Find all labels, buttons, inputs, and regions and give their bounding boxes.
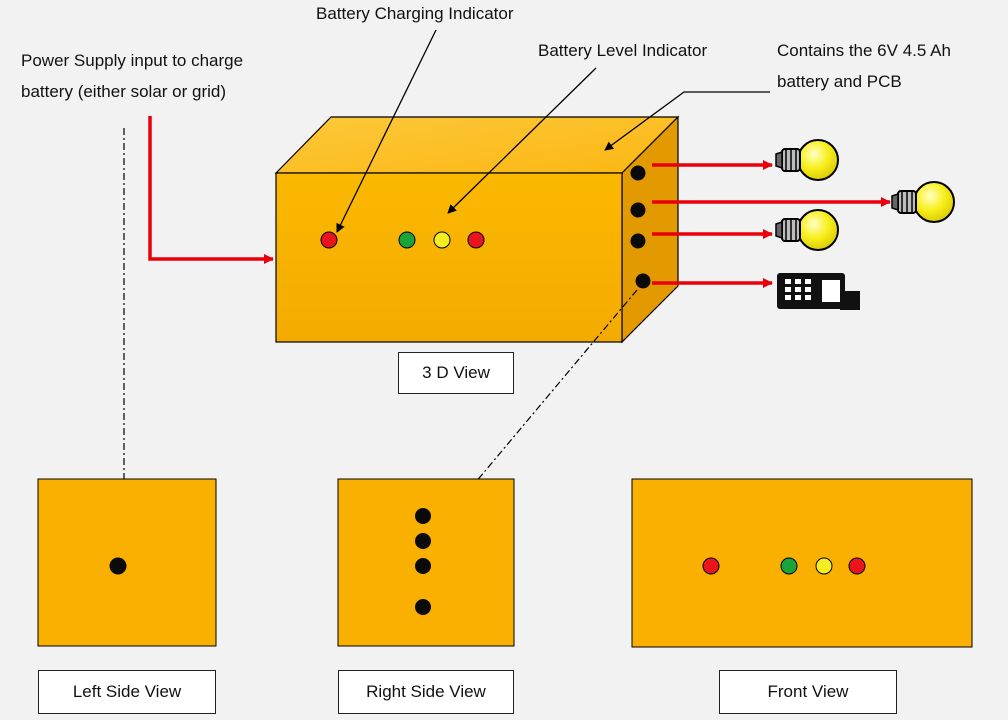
charging-pointer <box>336 29 437 233</box>
box-front-face <box>275 172 623 343</box>
power-supply-label-line2: battery (either solar or grid) <box>21 82 227 101</box>
level-led-red <box>467 231 485 249</box>
bulb-icon <box>775 209 839 251</box>
right-projection-line <box>453 289 638 509</box>
front-level-led-yellow <box>815 557 833 575</box>
front-level-led-green <box>780 557 798 575</box>
front-panel <box>631 478 973 648</box>
right-socket-1 <box>415 508 431 524</box>
left-socket <box>109 557 127 575</box>
side-socket-2 <box>630 202 646 218</box>
charging-indicator-label: Battery Charging Indicator <box>316 4 514 23</box>
right-side-panel <box>337 478 515 647</box>
right-socket-4 <box>415 599 431 615</box>
contains-pointer <box>604 91 770 151</box>
level-led-yellow <box>433 231 451 249</box>
level-led-green <box>398 231 416 249</box>
bulb-icon <box>891 181 955 223</box>
box-top-face <box>274 116 680 174</box>
battery-box-3d <box>274 115 680 344</box>
right-socket-2 <box>415 533 431 549</box>
front-view-caption: Front View <box>719 670 897 714</box>
3d-view-caption: 3 D View <box>398 352 514 394</box>
power-supply-label-line1: Power Supply input to charge <box>21 51 244 70</box>
left-side-view-caption: Left Side View <box>38 670 216 714</box>
side-socket-1 <box>630 165 646 181</box>
bulb-icon <box>775 139 839 181</box>
side-socket-3 <box>630 233 646 249</box>
contains-label-line1: Contains the 6V 4.5 Ah <box>777 41 951 60</box>
right-socket-3 <box>415 558 431 574</box>
level-pointer <box>447 67 597 214</box>
front-charging-led-red <box>702 557 720 575</box>
power-input-arrow <box>148 116 274 264</box>
side-socket-4 <box>635 273 651 289</box>
front-level-led-red <box>848 557 866 575</box>
level-indicator-label: Battery Level Indicator <box>538 41 708 60</box>
contains-label-line2: battery and PCB <box>777 72 902 91</box>
charging-led-red <box>320 231 338 249</box>
right-side-view-caption: Right Side View <box>338 670 514 714</box>
phone-icon <box>777 273 860 310</box>
left-side-panel <box>37 478 217 647</box>
